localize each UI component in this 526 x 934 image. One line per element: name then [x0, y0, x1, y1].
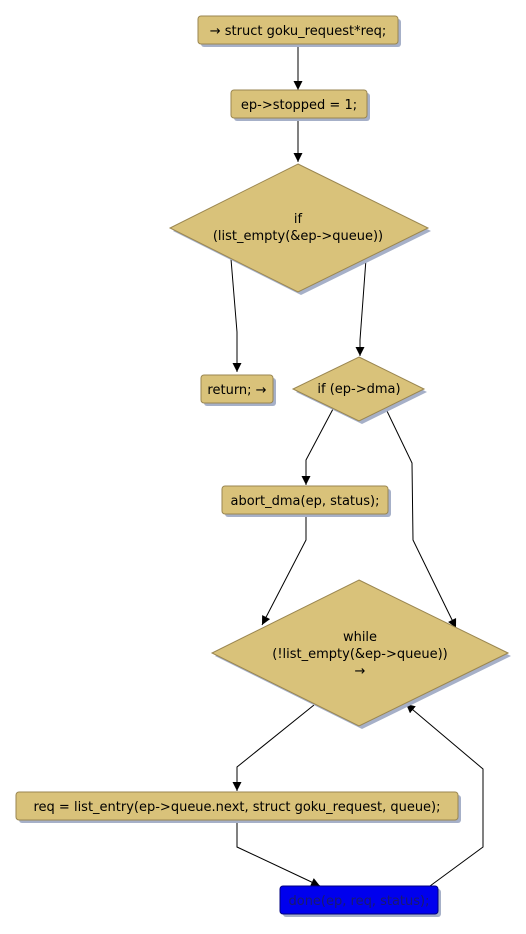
- edge-while-to-req-assign: [232, 704, 315, 791]
- edge-if-empty-to-return: [230, 258, 242, 372]
- node-stopped: ep->stopped = 1;: [230, 89, 370, 121]
- node-done: done(ep, req, status);: [279, 885, 441, 917]
- node-if-empty-label-line2: (list_empty(&ep->queue)): [213, 229, 383, 244]
- node-abort-dma: abort_dma(ep, status);: [221, 485, 391, 517]
- edge-if-dma-to-abort-dma: [301, 408, 334, 485]
- node-stopped-label: ep->stopped = 1;: [241, 98, 357, 113]
- edge-req-assign-to-done: [236, 822, 321, 887]
- edge-if-empty-to-if-dma: [355, 258, 367, 356]
- node-entry-label: → struct goku_request*req;: [210, 24, 387, 39]
- node-abort-dma-label: abort_dma(ep, status);: [231, 494, 380, 509]
- node-return-label: return; →: [207, 383, 266, 398]
- node-req-assign: req = list_entry(ep->queue.next, struct …: [15, 791, 461, 823]
- edges: [230, 46, 484, 887]
- edge-abort-dma-to-while: [261, 516, 307, 626]
- node-if-dma-label: if (ep->dma): [317, 382, 400, 397]
- edge-if-dma-to-while: [385, 408, 457, 629]
- node-if-empty-label-line1: if: [294, 212, 303, 227]
- node-req-assign-label: req = list_entry(ep->queue.next, struct …: [33, 800, 440, 815]
- node-while-label-line3: →: [355, 664, 366, 679]
- edge-done-to-while-loop: [405, 703, 484, 887]
- node-if-dma: if (ep->dma): [291, 356, 427, 424]
- node-done-label: done(ep, req, status);: [288, 894, 429, 909]
- node-return: return; →: [200, 374, 276, 406]
- node-while-label-line1: while: [343, 630, 377, 645]
- node-while: while (!list_empty(&ep->queue)) →: [210, 579, 511, 729]
- node-while-label-line2: (!list_empty(&ep->queue)): [272, 647, 448, 662]
- node-if-empty: if (list_empty(&ep->queue)): [168, 163, 431, 295]
- node-entry: → struct goku_request*req;: [197, 15, 401, 47]
